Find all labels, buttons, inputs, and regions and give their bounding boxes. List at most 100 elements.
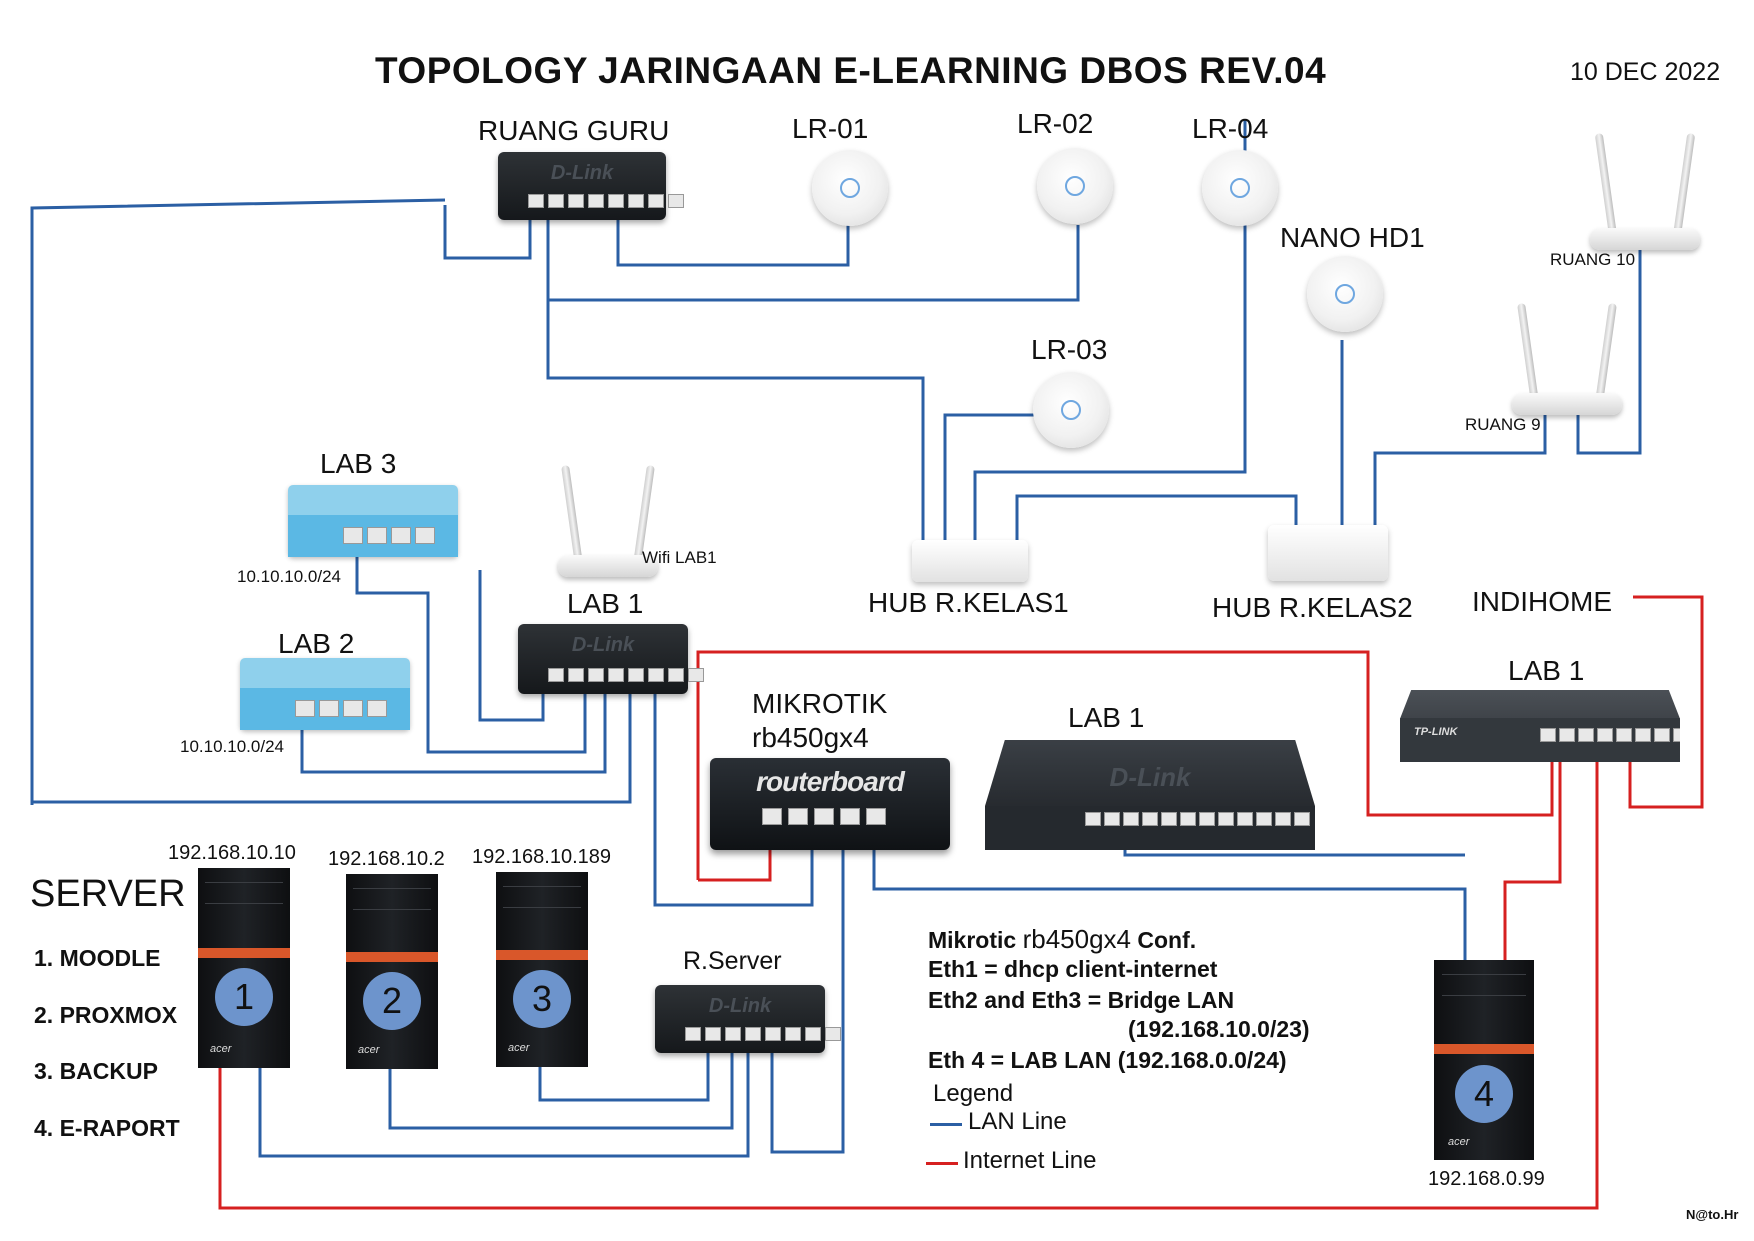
wifi-router-lab1 bbox=[558, 464, 658, 577]
switch-port bbox=[548, 668, 564, 682]
lab3-label: LAB 3 bbox=[320, 448, 397, 479]
dlink-logo: D-Link bbox=[571, 634, 635, 656]
server3-ip: 192.168.10.189 bbox=[472, 846, 612, 868]
switch-port bbox=[528, 194, 544, 208]
server2-ip: 192.168.10.2 bbox=[328, 848, 445, 870]
access-point-lr04 bbox=[1202, 150, 1278, 226]
config-title-bold: Mikrotic bbox=[928, 927, 1017, 953]
server-list-item: 3. BACKUP bbox=[34, 1058, 158, 1084]
lan-legend-label: LAN Line bbox=[968, 1108, 1067, 1135]
config-title-model: rb450gx4 bbox=[1022, 924, 1131, 954]
switch-port bbox=[1123, 812, 1139, 826]
router-port bbox=[319, 700, 339, 717]
dlink-logo: D-Link bbox=[708, 995, 772, 1017]
server-tower-3: 3 acer bbox=[496, 872, 588, 1067]
internet-line bbox=[696, 650, 1554, 880]
switch-port bbox=[1256, 812, 1272, 826]
lan-line bbox=[478, 570, 545, 722]
switch-port bbox=[1218, 812, 1234, 826]
router-top bbox=[288, 485, 458, 515]
ruang10-label: RUANG 10 bbox=[1550, 250, 1636, 269]
drive-bay bbox=[503, 886, 581, 908]
hub-kelas1-label: HUB R.KELAS1 bbox=[868, 587, 1069, 618]
switch-port bbox=[1673, 728, 1680, 742]
switch-port bbox=[685, 1027, 701, 1041]
lan-legend-swatch bbox=[930, 1123, 962, 1126]
switch-port bbox=[1559, 728, 1575, 742]
lan-line bbox=[443, 205, 532, 260]
router-port bbox=[866, 808, 886, 825]
hub-kelas2 bbox=[1268, 525, 1388, 581]
switch-port bbox=[588, 668, 604, 682]
internet-line bbox=[698, 845, 772, 882]
switch-port bbox=[648, 194, 664, 208]
switch-port bbox=[705, 1027, 721, 1041]
lan-line bbox=[973, 120, 1247, 545]
switch-port bbox=[1635, 728, 1651, 742]
ap-status-led bbox=[1230, 178, 1250, 198]
switch-port bbox=[1237, 812, 1253, 826]
server1-ip: 192.168.10.10 bbox=[168, 842, 296, 864]
switch-port bbox=[1540, 728, 1556, 742]
acer-logo: acer bbox=[1448, 1136, 1470, 1148]
internet-line bbox=[1503, 760, 1562, 960]
lab2-network-label: 10.10.10.0/24 bbox=[180, 737, 284, 756]
lan-line bbox=[300, 690, 607, 774]
indihome-label: INDIHOME bbox=[1472, 586, 1612, 617]
server-list-item: 1. MOODLE bbox=[34, 945, 161, 971]
router-port bbox=[788, 808, 808, 825]
switch-port bbox=[608, 668, 624, 682]
lan-line bbox=[258, 1040, 750, 1158]
antenna bbox=[1672, 132, 1696, 239]
lab1-dlink24-label: LAB 1 bbox=[1068, 702, 1145, 733]
lan-line bbox=[538, 1040, 710, 1102]
switch-port bbox=[1616, 728, 1632, 742]
ap-status-led bbox=[840, 178, 860, 198]
switch-port bbox=[1104, 812, 1120, 826]
server-tower-2: 2 acer bbox=[346, 874, 438, 1069]
drive-bay bbox=[353, 888, 431, 910]
internet-legend-swatch bbox=[926, 1162, 958, 1165]
tower-stripe bbox=[1434, 1044, 1534, 1054]
author-signature: N@to.Hr bbox=[1686, 1207, 1739, 1222]
antenna bbox=[1595, 302, 1617, 404]
lr04-label: LR-04 bbox=[1192, 113, 1269, 144]
router-port bbox=[814, 808, 834, 825]
lan-line bbox=[653, 690, 814, 907]
switch-dlink24-lab1: D-Link bbox=[985, 740, 1315, 850]
lan-line bbox=[546, 210, 925, 545]
wifi-lab1-label: Wifi LAB1 bbox=[642, 548, 717, 567]
lan-line bbox=[30, 198, 446, 805]
hub-kelas2-label: HUB R.KELAS2 bbox=[1212, 592, 1413, 623]
router-port bbox=[367, 700, 387, 717]
switch-rserver: D-Link bbox=[655, 985, 841, 1053]
wifi-router-ruang10 bbox=[1590, 132, 1700, 250]
switch-port bbox=[825, 1027, 841, 1041]
switch-port bbox=[688, 668, 704, 682]
server-list-item: 4. E-RAPORT bbox=[34, 1115, 180, 1141]
drive-bay bbox=[205, 882, 283, 904]
switch-port bbox=[1085, 812, 1101, 826]
mikrotik-model-label: rb450gx4 bbox=[752, 722, 869, 753]
mikrotik-label: MIKROTIK bbox=[752, 688, 888, 719]
acer-logo: acer bbox=[508, 1042, 530, 1054]
acer-logo: acer bbox=[210, 1043, 232, 1055]
rserver-label: R.Server bbox=[683, 947, 782, 975]
server-list-item: 2. PROXMOX bbox=[34, 1002, 178, 1028]
switch-port bbox=[1294, 812, 1310, 826]
router-port bbox=[295, 700, 315, 717]
antenna bbox=[1517, 302, 1539, 404]
lab2-label: LAB 2 bbox=[278, 628, 355, 659]
switch-port bbox=[668, 668, 684, 682]
internet-line bbox=[1628, 595, 1704, 809]
switch-port bbox=[1180, 812, 1196, 826]
tplink-logo: TP-LINK bbox=[1414, 726, 1458, 738]
hub-kelas1 bbox=[912, 540, 1028, 582]
lan-line bbox=[943, 413, 1040, 545]
server-number-badge: 2 bbox=[363, 972, 421, 1030]
switch-port bbox=[648, 668, 664, 682]
internet-legend-label: Internet Line bbox=[963, 1147, 1097, 1174]
lab1-switch-label: LAB 1 bbox=[567, 588, 644, 619]
antenna bbox=[1594, 132, 1618, 239]
antenna bbox=[561, 464, 583, 566]
